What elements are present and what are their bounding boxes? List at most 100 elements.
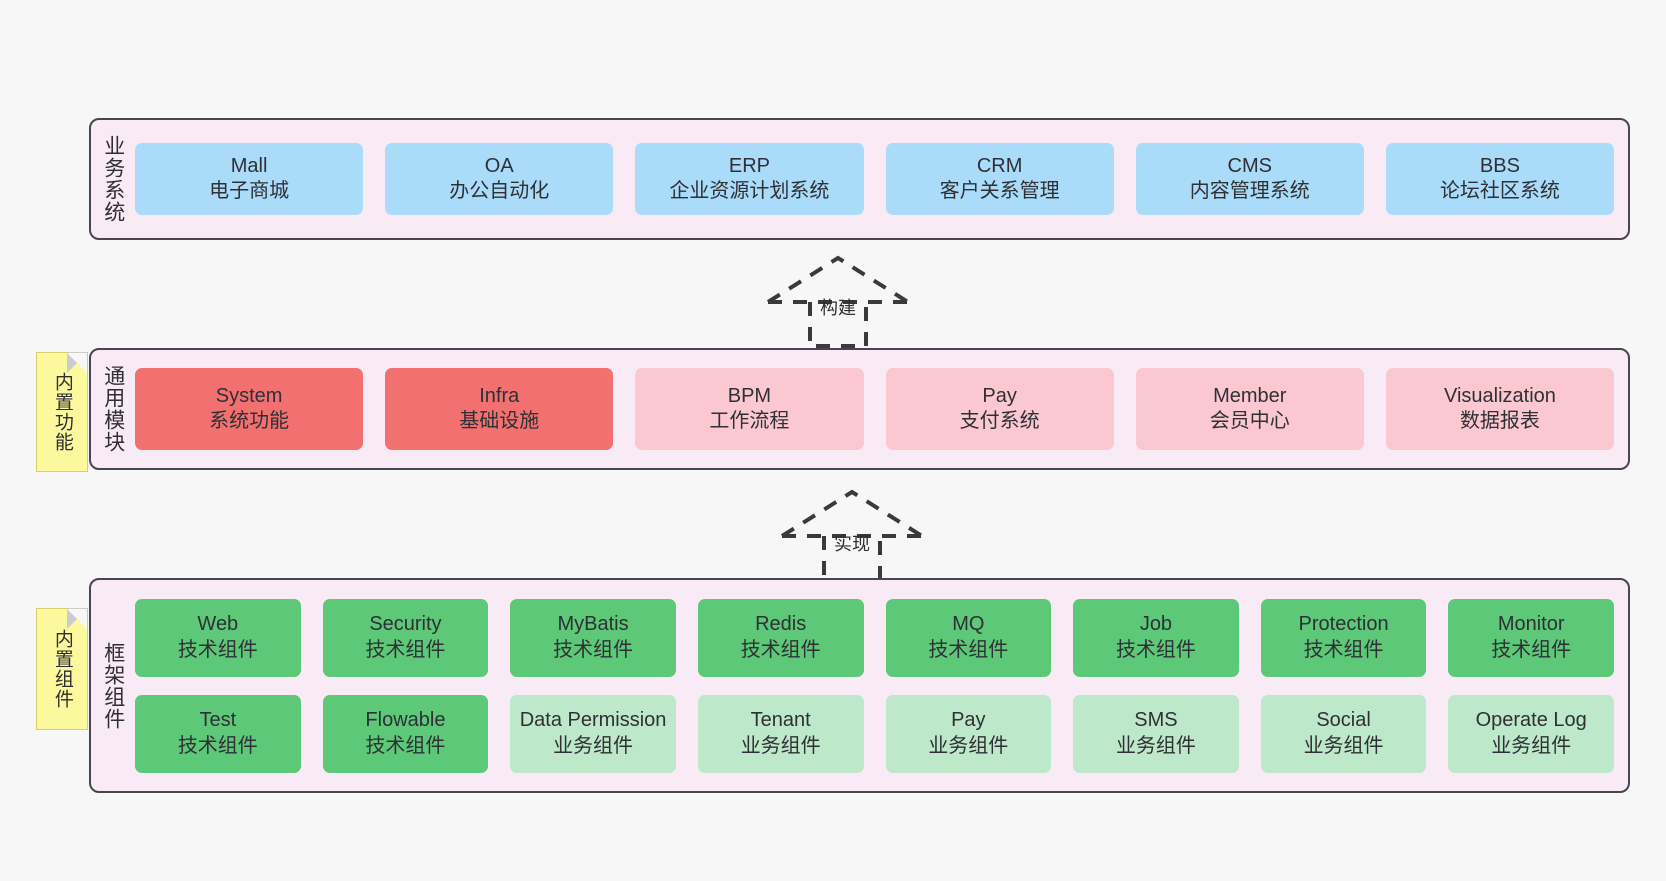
card-title: Tenant: [750, 709, 811, 732]
dashed-generalization-arrow-icon: [766, 255, 910, 348]
card-member[interactable]: Member 会员中心: [1135, 368, 1364, 450]
card-title: OA: [484, 154, 514, 177]
note-text: 内置组件: [51, 629, 73, 709]
card-title: Test: [199, 709, 237, 732]
card-row: Web 技术组件 Security 技术组件 MyBatis 技术组件 Redi…: [135, 598, 1614, 677]
card-subtitle: 支付系统: [959, 410, 1040, 432]
card-pay-module[interactable]: Pay 支付系统: [885, 368, 1114, 450]
card-title: Pay: [951, 709, 986, 732]
card-bbs[interactable]: BBS 论坛社区系统: [1385, 143, 1615, 215]
card-subtitle: 论坛社区系统: [1439, 180, 1560, 202]
card-subtitle: 内容管理系统: [1189, 180, 1310, 202]
card-operate-log[interactable]: Operate Log 业务组件: [1448, 694, 1614, 773]
card-subtitle: 技术组件: [1115, 638, 1196, 661]
card-mybatis[interactable]: MyBatis 技术组件: [510, 598, 676, 677]
card-subtitle: 电子商城: [209, 180, 290, 202]
card-flowable[interactable]: Flowable 技术组件: [322, 694, 489, 773]
card-subtitle: 数据报表: [1459, 410, 1540, 432]
card-title: MQ: [952, 613, 985, 636]
card-subtitle: 基础设施: [459, 410, 540, 432]
card-subtitle: 技术组件: [553, 638, 634, 661]
card-security[interactable]: Security 技术组件: [322, 598, 489, 677]
card-title: Mall: [230, 154, 268, 177]
note-text: 内置功能: [51, 372, 73, 452]
card-subtitle: 技术组件: [740, 638, 821, 661]
card-title: Infra: [479, 384, 520, 407]
arrow-label: 实现: [834, 534, 870, 554]
card-subtitle: 业务组件: [928, 734, 1009, 757]
card-subtitle: 技术组件: [1491, 638, 1572, 661]
card-subtitle: 业务组件: [553, 734, 634, 757]
card-title: CRM: [976, 154, 1023, 177]
card-title: Pay: [982, 384, 1017, 407]
card-pay-component[interactable]: Pay 业务组件: [885, 694, 1052, 773]
card-subtitle: 系统功能: [209, 410, 290, 432]
card-subtitle: 技术组件: [1303, 638, 1384, 661]
card-redis[interactable]: Redis 技术组件: [697, 598, 864, 677]
card-title: SMS: [1134, 709, 1178, 732]
arrow-build: 构建: [758, 252, 918, 348]
card-mall[interactable]: Mall 电子商城: [135, 143, 364, 215]
card-title: Operate Log: [1475, 709, 1587, 732]
layer-body-frame: Web 技术组件 Security 技术组件 MyBatis 技术组件 Redi…: [135, 580, 1628, 791]
layer-title-common: 通用模块: [101, 365, 125, 453]
card-bpm[interactable]: BPM 工作流程: [635, 368, 864, 450]
card-subtitle: 技术组件: [365, 734, 446, 757]
card-title: CMS: [1227, 154, 1272, 177]
card-title: BPM: [727, 384, 772, 407]
card-crm[interactable]: CRM 客户关系管理: [885, 143, 1114, 215]
layer-framework-components: 框架组件 Web 技术组件 Security 技术组件 MyBatis 技术组件…: [89, 578, 1630, 793]
arrow-label: 构建: [820, 298, 856, 318]
card-monitor[interactable]: Monitor 技术组件: [1448, 598, 1614, 677]
card-title: Protection: [1298, 613, 1389, 636]
card-subtitle: 工作流程: [709, 410, 790, 432]
card-row: System 系统功能 Infra 基础设施 BPM 工作流程 Pay 支付系统…: [135, 368, 1615, 450]
card-erp[interactable]: ERP 企业资源计划系统: [635, 143, 864, 215]
card-subtitle: 客户关系管理: [939, 180, 1060, 202]
card-title: Data Permission: [519, 709, 667, 732]
card-title: ERP: [728, 154, 770, 177]
card-subtitle: 业务组件: [740, 734, 821, 757]
card-subtitle: 技术组件: [928, 638, 1009, 661]
card-sms[interactable]: SMS 业务组件: [1073, 694, 1239, 773]
card-tenant[interactable]: Tenant 业务组件: [697, 694, 864, 773]
card-subtitle: 业务组件: [1491, 734, 1572, 757]
note-builtin-component: 内置组件: [36, 608, 88, 730]
card-test[interactable]: Test 技术组件: [135, 694, 301, 773]
card-mq[interactable]: MQ 技术组件: [885, 598, 1052, 677]
card-title: Web: [197, 613, 239, 636]
note-builtin-function: 内置功能: [36, 352, 88, 472]
layer-body-common: System 系统功能 Infra 基础设施 BPM 工作流程 Pay 支付系统…: [135, 350, 1628, 468]
dashed-generalization-arrow-icon: [780, 489, 924, 582]
card-title: Visualization: [1443, 384, 1556, 407]
card-job[interactable]: Job 技术组件: [1073, 598, 1239, 677]
card-infra[interactable]: Infra 基础设施: [385, 368, 614, 450]
card-system[interactable]: System 系统功能: [135, 368, 364, 450]
card-title: Social: [1316, 709, 1371, 732]
card-subtitle: 业务组件: [1303, 734, 1384, 757]
card-visualization[interactable]: Visualization 数据报表: [1385, 368, 1615, 450]
card-row: Mall 电子商城 OA 办公自动化 ERP 企业资源计划系统 CRM 客户关系…: [135, 143, 1615, 215]
card-subtitle: 办公自动化: [449, 180, 550, 202]
card-subtitle: 会员中心: [1209, 410, 1290, 432]
card-title: System: [215, 384, 283, 407]
card-title: BBS: [1479, 154, 1520, 177]
layer-body-business: Mall 电子商城 OA 办公自动化 ERP 企业资源计划系统 CRM 客户关系…: [135, 120, 1628, 238]
layer-title-business: 业务系统: [101, 135, 125, 223]
card-title: Security: [369, 613, 442, 636]
card-oa[interactable]: OA 办公自动化: [385, 143, 614, 215]
card-data-permission[interactable]: Data Permission 业务组件: [510, 694, 676, 773]
card-title: MyBatis: [557, 613, 629, 636]
layer-business-systems: 业务系统 Mall 电子商城 OA 办公自动化 ERP 企业资源计划系统 CRM…: [89, 118, 1630, 240]
card-web[interactable]: Web 技术组件: [135, 598, 301, 677]
card-row: Test 技术组件 Flowable 技术组件 Data Permission …: [135, 694, 1614, 773]
card-protection[interactable]: Protection 技术组件: [1260, 598, 1427, 677]
card-title: Redis: [755, 613, 807, 636]
card-title: Job: [1139, 613, 1173, 636]
card-subtitle: 业务组件: [1115, 734, 1196, 757]
card-subtitle: 技术组件: [365, 638, 446, 661]
card-subtitle: 企业资源计划系统: [669, 180, 830, 202]
card-social[interactable]: Social 业务组件: [1260, 694, 1427, 773]
card-cms[interactable]: CMS 内容管理系统: [1135, 143, 1364, 215]
card-title: Member: [1213, 384, 1287, 407]
